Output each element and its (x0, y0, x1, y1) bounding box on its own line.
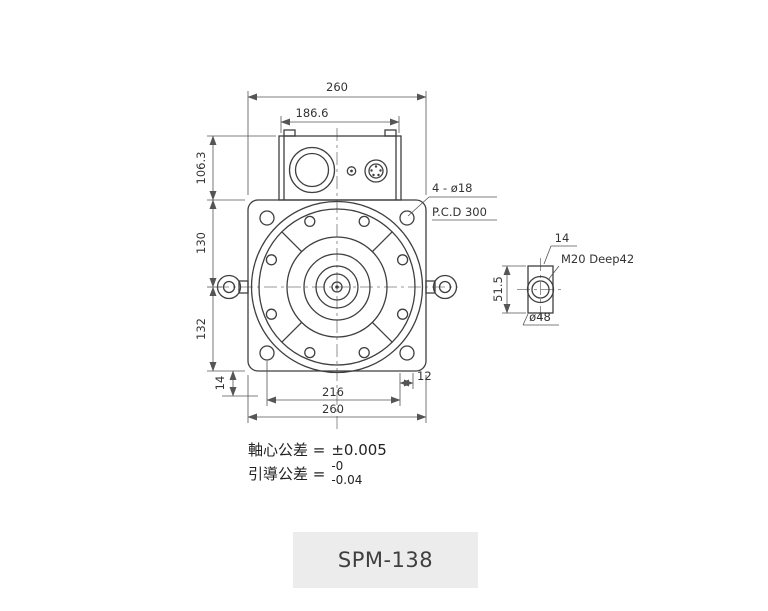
dim-foot-height: 14 (213, 376, 227, 391)
model-badge: SPM-138 (293, 532, 478, 588)
dim-top-width: 260 (326, 80, 348, 94)
label-pcd: P.C.D 300 (432, 205, 487, 219)
centerlines (216, 128, 564, 430)
dim-shaft-height: 51.5 (491, 276, 505, 302)
label-shaft-dia: ø48 (529, 310, 551, 324)
flange-hole (399, 345, 415, 361)
shaft-view (526, 265, 555, 314)
guide-tolerance-row: 引導公差 = -0 -0.04 (248, 459, 387, 488)
dim-edge-offset: 12 (417, 369, 432, 383)
dim-lower-height: 132 (194, 318, 208, 340)
dim-box-height: 106.3 (194, 152, 208, 185)
guide-tolerance-label: 引導公差 = (248, 464, 326, 483)
flange-hole (259, 345, 275, 361)
guide-tolerance-value: -0 -0.04 (331, 459, 363, 488)
cover-screw (346, 166, 357, 176)
eyebolt-left (216, 274, 249, 300)
dimension-labels: 260 186.6 106.3 130 132 14 216 260 12 4 … (194, 80, 634, 416)
terminal-box (278, 129, 402, 201)
dim-bottom-inner-width: 216 (322, 385, 344, 399)
guide-tolerance-lower: -0.04 (331, 473, 363, 487)
dim-box-width: 186.6 (296, 106, 329, 120)
axis-tolerance-value: ±0.005 (331, 440, 387, 459)
dim-shaft-key: 14 (555, 231, 570, 245)
dimension-lines (207, 91, 577, 423)
flange-hole (259, 210, 275, 226)
motor-body (250, 200, 424, 374)
cable-gland (288, 146, 336, 194)
flange-hole (399, 210, 415, 226)
label-holes: 4 - ø18 (432, 181, 472, 195)
axis-tolerance-row: 軸心公差 = ±0.005 (248, 438, 387, 462)
eyebolt-right (425, 274, 458, 300)
model-name: SPM-138 (337, 548, 434, 572)
dim-bottom-width: 260 (322, 402, 344, 416)
axis-tolerance-label: 軸心公差 = (248, 440, 326, 459)
guide-tolerance-upper: -0 (331, 459, 344, 474)
dim-upper-height: 130 (194, 232, 208, 254)
label-tap: M20 Deep42 (561, 252, 634, 266)
tolerance-notes: 軸心公差 = ±0.005 引導公差 = -0 -0.04 (248, 438, 387, 488)
connector (364, 159, 388, 183)
